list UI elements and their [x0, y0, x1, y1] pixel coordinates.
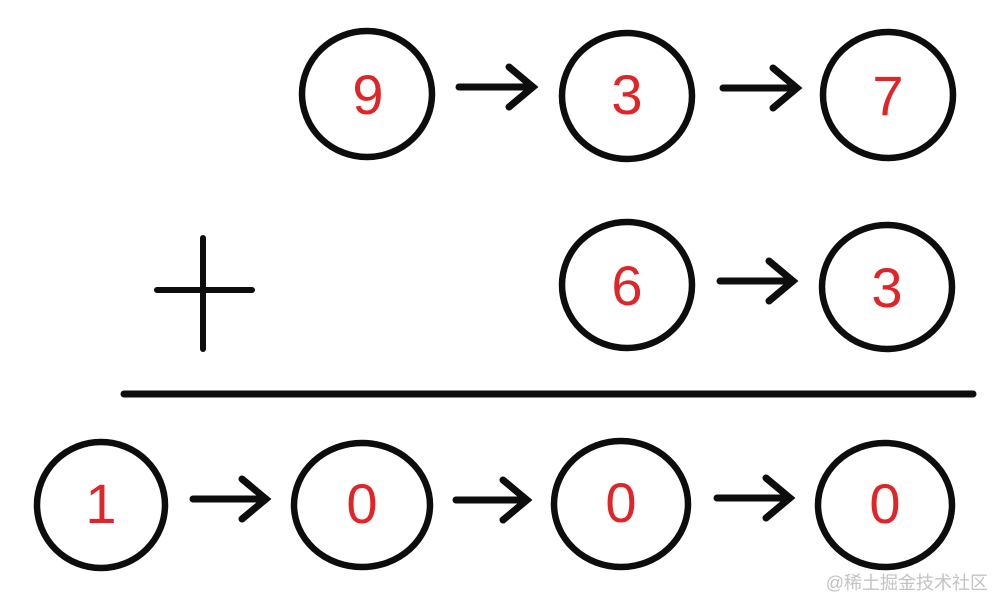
list-node: 7 [819, 28, 957, 162]
linked-list-row-sum: 1 0 0 0 [33, 437, 956, 572]
node-circle [558, 218, 696, 352]
arrow-right-icon [452, 476, 533, 524]
list-node: 9 [298, 27, 436, 161]
arrow-right-icon [455, 63, 539, 111]
arrow-right-icon [713, 474, 796, 522]
node-value: 3 [871, 256, 902, 319]
node-value: 0 [869, 472, 900, 535]
node-circle [558, 29, 696, 163]
node-circle [298, 27, 436, 161]
node-value: 0 [346, 472, 377, 535]
list-node: 0 [290, 439, 434, 571]
node-circle [818, 221, 956, 353]
list-node: 0 [550, 437, 692, 571]
node-value: 3 [611, 63, 642, 126]
list-node: 6 [558, 218, 696, 352]
linked-list-row-addend-2: 6 3 [558, 218, 956, 353]
plus-operator-icon [154, 235, 255, 352]
arrow-right-icon [716, 257, 799, 305]
node-value: 9 [352, 63, 383, 126]
node-circle [819, 28, 957, 162]
node-circle [290, 439, 434, 571]
arrow-right-icon [719, 64, 803, 112]
node-value: 1 [85, 472, 116, 535]
node-circle [814, 439, 956, 571]
linked-list-row-addend-1: 9 3 7 [298, 27, 957, 163]
list-node: 3 [818, 221, 956, 353]
arrow-right-icon [189, 475, 272, 523]
list-node: 0 [814, 439, 956, 571]
list-node: 1 [33, 438, 169, 572]
node-circle [550, 437, 692, 571]
list-node: 3 [558, 29, 696, 163]
node-value: 0 [605, 471, 636, 534]
node-circle [33, 438, 169, 572]
node-value: 7 [872, 64, 903, 127]
node-value: 6 [611, 254, 642, 317]
watermark-text: @稀土掘金技术社区 [826, 573, 988, 593]
